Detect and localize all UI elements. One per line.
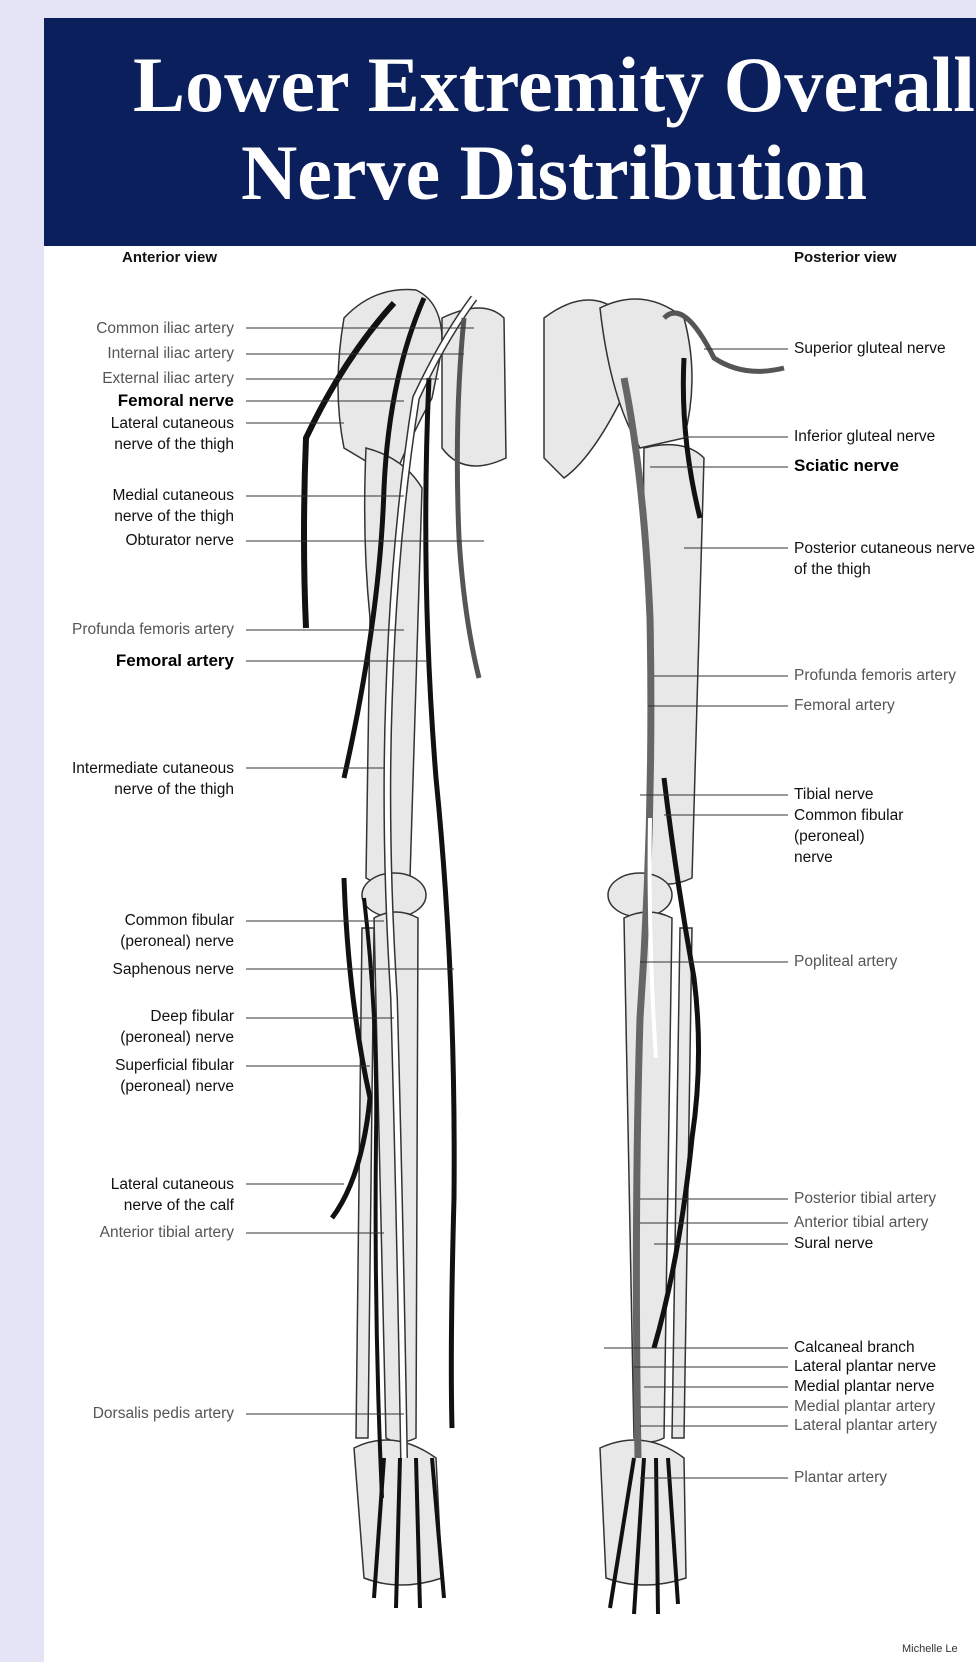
- label-inferior-gluteal-nerve: Inferior gluteal nerve: [794, 426, 935, 447]
- label-posterior-profunda-femoris-artery: Profunda femoris artery: [794, 665, 956, 686]
- label-plantar-artery: Plantar artery: [794, 1467, 887, 1488]
- label-deep-fibular-nerve: Deep fibular (peroneal) nerve: [120, 1006, 234, 1048]
- label-obturator-nerve: Obturator nerve: [125, 530, 234, 551]
- label-internal-iliac-artery: Internal iliac artery: [107, 343, 234, 364]
- label-profunda-femoris-artery: Profunda femoris artery: [72, 619, 234, 640]
- label-lateral-plantar-artery: Lateral plantar artery: [794, 1415, 937, 1436]
- posterior-skeleton: [544, 299, 704, 1585]
- label-posterior-anterior-tibial-artery: Anterior tibial artery: [794, 1212, 928, 1233]
- label-calcaneal-branch: Calcaneal branch: [794, 1337, 915, 1358]
- anterior-view-heading: Anterior view: [122, 249, 217, 266]
- anterior-skeleton: [338, 290, 506, 1585]
- label-femoral-artery: Femoral artery: [116, 650, 234, 671]
- label-dorsalis-pedis-artery: Dorsalis pedis artery: [93, 1403, 234, 1424]
- label-posterior-common-fibular-nerve: Common fibular (peroneal) nerve: [794, 805, 976, 868]
- label-lateral-plantar-nerve: Lateral plantar nerve: [794, 1356, 936, 1377]
- label-sural-nerve: Sural nerve: [794, 1233, 873, 1254]
- label-medial-plantar-nerve: Medial plantar nerve: [794, 1376, 934, 1397]
- label-posterior-tibial-artery: Posterior tibial artery: [794, 1188, 936, 1209]
- label-posterior-cutaneous-nerve-thigh: Posterior cutaneous nerve of the thigh: [794, 538, 975, 580]
- label-medial-cutaneous-nerve-thigh: Medial cutaneous nerve of the thigh: [113, 485, 235, 527]
- label-lateral-cutaneous-nerve-calf: Lateral cutaneous nerve of the calf: [111, 1174, 234, 1216]
- label-saphenous-nerve: Saphenous nerve: [112, 959, 234, 980]
- illustrator-credit: Michelle Le: [902, 1643, 958, 1655]
- label-popliteal-artery: Popliteal artery: [794, 951, 897, 972]
- label-common-fibular-nerve: Common fibular (peroneal) nerve: [120, 910, 234, 952]
- figure-sheet: Lower Extremity Overall Nerve Distributi…: [44, 18, 976, 1662]
- label-superficial-fibular-nerve: Superficial fibular (peroneal) nerve: [115, 1055, 234, 1097]
- label-sciatic-nerve: Sciatic nerve: [794, 455, 899, 476]
- label-lateral-cutaneous-nerve-thigh: Lateral cutaneous nerve of the thigh: [111, 413, 234, 455]
- label-anterior-tibial-artery: Anterior tibial artery: [100, 1222, 234, 1243]
- label-common-iliac-artery: Common iliac artery: [96, 318, 234, 339]
- label-medial-plantar-artery: Medial plantar artery: [794, 1396, 935, 1417]
- posterior-view-heading: Posterior view: [794, 249, 897, 266]
- label-tibial-nerve: Tibial nerve: [794, 784, 874, 805]
- label-external-iliac-artery: External iliac artery: [102, 368, 234, 389]
- label-intermediate-cutaneous-nerve-thigh: Intermediate cutaneous nerve of the thig…: [72, 758, 234, 800]
- label-femoral-nerve: Femoral nerve: [118, 390, 234, 411]
- label-posterior-femoral-artery: Femoral artery: [794, 695, 895, 716]
- label-superior-gluteal-nerve: Superior gluteal nerve: [794, 338, 946, 359]
